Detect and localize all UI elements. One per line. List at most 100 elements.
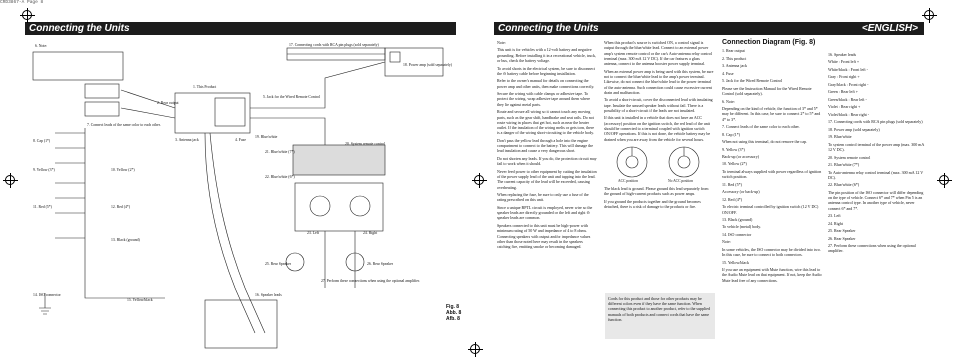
col4-item-3: Gray : Front right + bbox=[828, 74, 860, 80]
col4-item-9: 17. Connecting cords with RCA pin plugs … bbox=[828, 119, 923, 125]
wiring-diagram: 6. Note: 1. This Product 2. Rear output … bbox=[25, 38, 465, 358]
col3-item-8: 7. Connect leads of the same color to ea… bbox=[722, 124, 800, 130]
shaded-note-text: Cords for this product and those for oth… bbox=[608, 296, 710, 322]
label-n27: 27. Perform these connections when using… bbox=[321, 279, 420, 283]
col1-paragraph-0: Note: bbox=[497, 40, 506, 45]
label-n3: 3. Antenna jack bbox=[175, 138, 199, 142]
label-n1: 1. This Product bbox=[193, 85, 217, 89]
col2-after-items: The black lead is ground. Please ground … bbox=[604, 186, 714, 209]
col4-item-2: White/black : Front left - bbox=[828, 66, 868, 72]
label-n15: 15. Yellow/black bbox=[127, 298, 153, 302]
iso-plug-a bbox=[84, 83, 120, 99]
col3-item-14: To terminal always supplied with power r… bbox=[722, 168, 822, 180]
col3-item-17: 12. Red (4*) bbox=[722, 196, 743, 202]
col4-item-22: 27. Perform these connections when using… bbox=[828, 243, 916, 254]
fig-label: Fig. 8 bbox=[446, 304, 460, 310]
col2-items: When this product's source is switched O… bbox=[604, 40, 714, 142]
col4-item-1: White : Front left + bbox=[828, 59, 860, 65]
label-n19: 19. Blue/white bbox=[255, 135, 278, 139]
col1-paragraph-1: This unit is for vehicles with a 12-volt… bbox=[497, 47, 596, 64]
col3-item-9: 8. Cap (1*) bbox=[722, 131, 741, 137]
col3-item-7: Depending on the kind of vehicle, the fu… bbox=[722, 105, 821, 122]
col4-item-19: 24. Right bbox=[828, 220, 843, 226]
abb-label: Abb. 8 bbox=[446, 310, 462, 316]
col4-item-11: 19. Blue/white bbox=[828, 134, 852, 140]
col2-paragraph-0: When this product's source is switched O… bbox=[604, 40, 712, 67]
acc-illustration: ACC position No ACC position bbox=[604, 144, 714, 184]
registration-mark-bottom-left bbox=[468, 342, 483, 357]
col4-item-14: 21. Blue/white (7*) bbox=[828, 162, 860, 168]
col3-item-25: If you use an equipment with Mute functi… bbox=[722, 267, 822, 283]
col1-paragraph-9: When replacing the fuse, be sure to only… bbox=[497, 192, 589, 203]
right-col2: When this product's source is switched O… bbox=[604, 40, 714, 212]
col3-item-4: 5. Jack for the Wired Remote Control bbox=[722, 78, 783, 84]
label-n24: 24. Right bbox=[363, 231, 378, 235]
col1-items: Note: This unit is for vehicles with a 12… bbox=[497, 40, 597, 249]
col4-item-20: 25. Rear Speaker bbox=[828, 228, 856, 234]
label-n6: 6. Note: bbox=[35, 44, 47, 48]
label-n2: 2. Rear output bbox=[157, 101, 180, 105]
col3-item-0: 1. Rear output bbox=[722, 48, 745, 54]
label-n16: 16. Speaker leads bbox=[255, 293, 282, 297]
col3-item-13: 10. Yellow (2*) bbox=[722, 161, 747, 167]
label-n7: 7. Connect leads of the same color to ea… bbox=[87, 123, 161, 127]
col2-after-paragraph-0: The black lead is ground. Please ground … bbox=[604, 186, 709, 197]
col3-item-6: 6. Note: bbox=[722, 98, 735, 104]
col1-paragraph-3: Refer to the owner's manual for details … bbox=[497, 78, 595, 89]
col4-item-5: Green : Rear left + bbox=[828, 89, 859, 95]
col1-paragraph-6: Don't pass the yellow lead through a hol… bbox=[497, 137, 594, 154]
col4-item-6: Green/black : Rear left - bbox=[828, 96, 867, 102]
right-col1: Note: This unit is for vehicles with a 12… bbox=[497, 40, 597, 252]
language-label: <ENGLISH> bbox=[861, 23, 918, 34]
label-n20: 20. System remote control bbox=[345, 142, 385, 146]
col3-item-22: Note: bbox=[722, 239, 731, 245]
label-n4: 4. Fuse bbox=[235, 138, 246, 142]
col3-item-5: Please see the Instruction Manual for th… bbox=[722, 85, 812, 97]
shaded-note: Cords for this product and those for oth… bbox=[605, 293, 715, 339]
col1-paragraph-5: Route and secure all wiring so it cannot… bbox=[497, 109, 594, 136]
label-n22: 22. Blue/white (6*) bbox=[265, 175, 295, 179]
label-n18: 18. Power amp (sold separately) bbox=[403, 63, 453, 67]
col4-item-7: Violet : Rear right + bbox=[828, 104, 861, 110]
col4-item-16: 22. Blue/white (6*) bbox=[828, 182, 860, 188]
label-n9: 9. Yellow (3*) bbox=[33, 168, 55, 172]
col3-item-20: To vehicle (metal) body. bbox=[722, 224, 762, 230]
label-n12: 12. Red (4*) bbox=[111, 205, 131, 209]
label-n14: 14. ISO connector bbox=[33, 293, 61, 297]
registration-mark-left bbox=[3, 173, 18, 188]
label-n26: 26. Rear Speaker bbox=[367, 262, 394, 266]
col4-item-8: Violet/black : Rear right - bbox=[828, 111, 870, 117]
head-unit-body bbox=[174, 92, 251, 134]
col1-paragraph-7: Do not shorten any leads. If you do, the… bbox=[497, 155, 597, 167]
registration-mark-center bbox=[472, 173, 487, 188]
registration-mark-right bbox=[937, 173, 952, 188]
registration-mark-top-right bbox=[922, 8, 937, 23]
col4-item-15: To Auto-antenna relay control terminal (… bbox=[828, 169, 924, 180]
col3-item-1: 2. This product bbox=[722, 55, 747, 61]
col1-paragraph-4: Secure the wiring with cable clamps or a… bbox=[497, 91, 590, 107]
speaker-group-box bbox=[294, 182, 384, 232]
col3-item-10: When not using this terminal, do not rem… bbox=[722, 139, 807, 145]
section-title: Connection Diagram (Fig. 8) bbox=[722, 39, 816, 46]
label-n11: 11. Red (5*) bbox=[33, 205, 53, 209]
acc-label: ACC position bbox=[618, 179, 638, 184]
label-n21: 21. Blue/white (7*) bbox=[265, 150, 295, 154]
col1-paragraph-10: Since a unique BPTL circuit is employed,… bbox=[497, 204, 593, 221]
col3-item-24: 15. Yellow/black bbox=[722, 259, 749, 265]
left-banner-title: Connecting the Units bbox=[29, 23, 130, 34]
wiring-diagram-svg: 6. Note: 1. This Product 2. Rear output … bbox=[32, 43, 453, 349]
label-n13: 13. Black (ground) bbox=[111, 238, 141, 242]
col2-after-paragraph-1: If you ground the products together and … bbox=[604, 198, 701, 210]
registration-mark-top-left bbox=[20, 8, 35, 23]
iso-plug-b bbox=[84, 101, 120, 117]
col3-item-12: Back-up (or accessory) bbox=[722, 154, 760, 159]
col2-paragraph-1: When an external power amp is being used… bbox=[604, 68, 714, 95]
col3-item-16: Accessory (or back-up) bbox=[722, 189, 760, 195]
power-amp-port bbox=[389, 51, 401, 63]
label-n23: 23. Left bbox=[307, 231, 320, 235]
col4-item-4: Gray/black : Front right - bbox=[828, 81, 869, 87]
no-acc-label: No ACC position bbox=[668, 179, 693, 184]
